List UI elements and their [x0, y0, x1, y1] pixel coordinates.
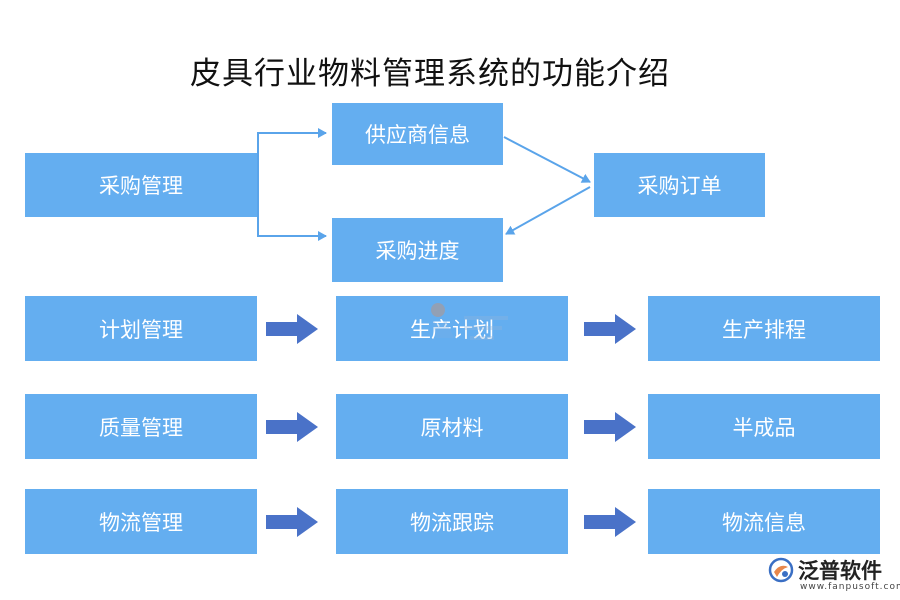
logistics-info-label: 物流信息	[722, 510, 806, 535]
brand-logo: 泛普软件 www.fanpusoft.com	[768, 553, 900, 597]
logistics-info-box: 物流信息	[648, 489, 880, 554]
logistics-tracking-box: 物流跟踪	[336, 489, 568, 554]
diagram-title: 皮具行业物料管理系统的功能介绍	[190, 56, 670, 92]
plan-management-label: 计划管理	[99, 317, 183, 342]
production-schedule-label: 生产排程	[722, 317, 806, 342]
purchase-progress-label: 采购进度	[375, 239, 460, 263]
arrow-plan-2	[584, 314, 636, 344]
arrow-logistics-1	[266, 507, 318, 537]
quality-management-box: 质量管理	[25, 394, 257, 459]
logistics-management-label: 物流管理	[99, 510, 183, 535]
connector-to-progress	[257, 185, 327, 241]
purchase-management-label: 采购管理	[99, 174, 183, 198]
arrow-quality-1	[266, 412, 318, 442]
production-schedule-box: 生产排程	[648, 296, 880, 361]
semi-finished-label: 半成品	[732, 415, 796, 440]
watermark-logo-icon	[431, 303, 508, 340]
connector-order-to-progress	[505, 186, 591, 235]
arrow-plan-1	[266, 314, 318, 344]
purchase-progress-box: 采购进度	[332, 218, 503, 282]
raw-material-box: 原材料	[336, 394, 568, 459]
brand-name: 泛普软件	[798, 559, 882, 583]
semi-finished-box: 半成品	[648, 394, 880, 459]
raw-material-label: 原材料	[420, 415, 484, 440]
production-plan-box: 生产计划	[336, 296, 568, 361]
connector-to-supplier	[257, 128, 327, 185]
purchase-order-label: 采购订单	[637, 174, 722, 198]
supplier-info-box: 供应商信息	[332, 103, 503, 165]
brand-url: www.fanpusoft.com	[800, 582, 900, 592]
logistics-tracking-label: 物流跟踪	[410, 510, 494, 535]
purchase-management-box: 采购管理	[25, 153, 257, 217]
arrow-quality-2	[584, 412, 636, 442]
supplier-info-label: 供应商信息	[365, 123, 470, 147]
brand-mark-icon	[768, 557, 794, 583]
arrow-logistics-2	[584, 507, 636, 537]
purchase-order-box: 采购订单	[594, 153, 765, 217]
plan-management-box: 计划管理	[25, 296, 257, 361]
production-plan-label: 生产计划	[410, 317, 494, 342]
connector-supplier-to-order	[503, 136, 591, 183]
quality-management-label: 质量管理	[99, 415, 183, 440]
logistics-management-box: 物流管理	[25, 489, 257, 554]
